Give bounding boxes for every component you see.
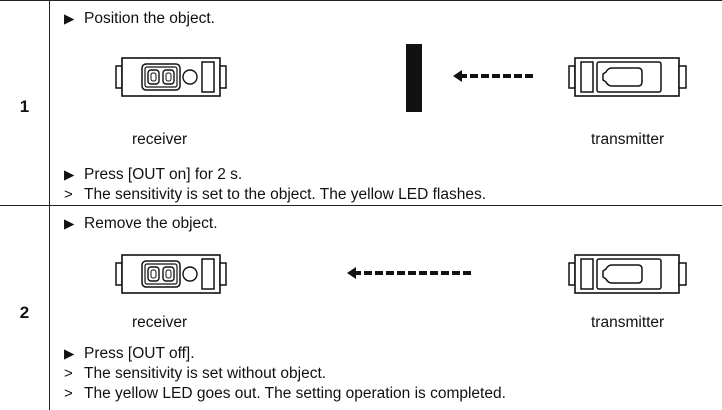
step-row-1: 1 ▶ Position the object. — [0, 1, 722, 206]
step-number-cell: 1 — [0, 1, 50, 205]
result-text: The yellow LED goes out. The setting ope… — [84, 385, 506, 402]
beam-arrow-icon — [453, 70, 533, 82]
step-content: ▶ Remove the object. — [50, 206, 722, 410]
instruction-text: Position the object. — [84, 10, 215, 27]
result-text: The sensitivity is set to the object. Th… — [84, 186, 487, 203]
receiver-icon — [115, 254, 227, 294]
result-marker: > — [64, 365, 73, 382]
instruction-text: Remove the object. — [84, 215, 218, 232]
instruction-line: ▶ Press [OUT off]. — [64, 345, 195, 363]
result-marker: > — [64, 186, 73, 203]
triangle-bullet-icon: ▶ — [64, 11, 75, 26]
transmitter-label: transmitter — [591, 314, 665, 331]
object-block — [406, 44, 422, 112]
instruction-line: ▶ Press [OUT on] for 2 s. — [64, 166, 242, 184]
instruction-text: Press [OUT off]. — [84, 345, 195, 362]
triangle-bullet-icon: ▶ — [64, 346, 75, 361]
transmitter-label: transmitter — [591, 131, 665, 148]
step-number-cell: 2 — [0, 206, 50, 410]
result-marker: > — [64, 385, 73, 402]
transmitter-icon — [568, 57, 687, 97]
triangle-bullet-icon: ▶ — [64, 216, 75, 231]
instruction-line: ▶ Position the object. — [64, 10, 215, 28]
result-text: The sensitivity is set without object. — [84, 365, 327, 382]
receiver-label: receiver — [132, 314, 188, 331]
result-line: > The sensitivity is set to the object. … — [64, 186, 486, 204]
result-line: > The yellow LED goes out. The setting o… — [64, 385, 506, 403]
instruction-line: ▶ Remove the object. — [64, 215, 218, 233]
beam-arrow-icon — [347, 267, 471, 279]
step-row-2: 2 ▶ Remove the object. — [0, 206, 722, 410]
step-content: ▶ Position the object. — [50, 1, 722, 205]
transmitter-icon — [568, 254, 687, 294]
step-number: 2 — [19, 303, 30, 322]
receiver-icon — [115, 57, 227, 97]
step-number: 1 — [19, 97, 30, 116]
result-line: > The sensitivity is set without object. — [64, 365, 326, 383]
triangle-bullet-icon: ▶ — [64, 167, 75, 182]
instruction-text: Press [OUT on] for 2 s. — [84, 166, 243, 183]
receiver-label: receiver — [132, 131, 188, 148]
